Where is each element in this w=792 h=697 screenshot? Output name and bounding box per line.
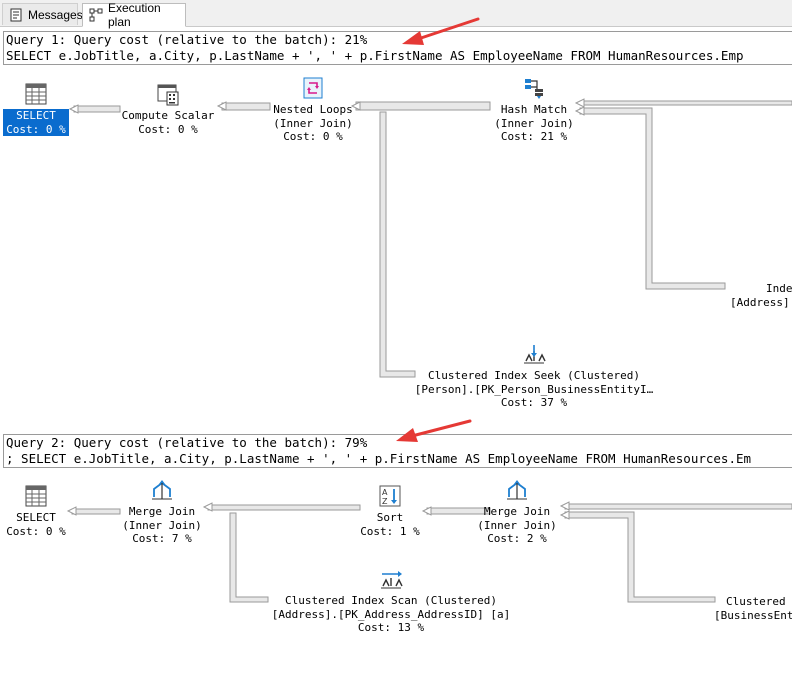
plan2-select-cost: Cost: 0 % [6, 524, 66, 538]
plan1-compute-scalar-cost: Cost: 0 % [138, 122, 198, 136]
plan1-nested-loops-operator[interactable]: Nested Loops (Inner Join) Cost: 0 % [262, 75, 364, 144]
plan2-index-scan-object: [Address].[PK_Address_AddressID] [a] [271, 607, 511, 621]
query2-header-box[interactable]: Query 2: Query cost (relative to the bat… [3, 434, 792, 468]
query1-header-box[interactable]: Query 1: Query cost (relative to the bat… [3, 31, 792, 65]
plan2-sort-name: Sort [376, 511, 404, 524]
clustered-index-seek-icon [524, 345, 546, 364]
plan1-clustered-index-seek-operator[interactable]: Clustered Index Seek (Clustered) [Person… [414, 341, 654, 410]
sort-icon: A Z [379, 485, 401, 507]
plan2-merge-join-2-name: Merge Join [483, 505, 551, 518]
query2-cost-line: Query 2: Query cost (relative to the bat… [6, 435, 368, 450]
plan1-select-cost: Cost: 0 % [6, 122, 66, 136]
plan1-index-seek-cost: Cost: 37 % [500, 396, 568, 409]
plan1-hash-match-sub: (Inner Join) [494, 116, 574, 130]
plan2-index-scan-name: Clustered Index Scan (Clustered) [285, 594, 497, 607]
query2-sql-line: ; SELECT e.JobTitle, a.City, p.LastName … [6, 451, 752, 466]
results-tab-bar: Messages Execution plan [0, 0, 792, 29]
clustered-index-scan-icon [381, 571, 403, 589]
plan1-hash-match-cost: Cost: 21 % [500, 130, 568, 143]
plan1-index-partial-name: Inde [766, 282, 792, 295]
nested-loops-icon [303, 77, 323, 99]
svg-text:A: A [382, 488, 388, 497]
plan2-merge-join-1-cost: Cost: 7 % [132, 532, 192, 545]
plan1-select-operator[interactable]: SELECT Cost: 0 % [2, 81, 70, 136]
plan1-nested-loops-name: Nested Loops [273, 103, 353, 116]
plan2-select-name: SELECT [16, 511, 56, 524]
plan1-select-label-selected: SELECT Cost: 0 % [3, 109, 69, 136]
query1-cost-line: Query 1: Query cost (relative to the bat… [6, 32, 368, 47]
plan1-index-seek-name: Clustered Index Seek (Clustered) [428, 369, 640, 382]
plan1-hash-match-name: Hash Match [500, 103, 568, 116]
merge-join-icon [507, 480, 527, 500]
annotation-arrow-query1 [402, 17, 480, 45]
plan2-sort-operator[interactable]: A Z Sort Cost: 1 % [356, 483, 424, 538]
plan1-nested-loops-sub: (Inner Join) [273, 116, 353, 130]
plan2-clustered-partial-name: Clustered [726, 595, 786, 608]
plan1-hash-match-operator[interactable]: Hash Match (Inner Join) Cost: 21 % [484, 75, 584, 144]
plan2-sort-cost: Cost: 1 % [360, 524, 420, 538]
plan2-merge-join-1-name: Merge Join [128, 505, 196, 518]
svg-text:Z: Z [382, 497, 388, 506]
plan2-merge-join-2-cost: Cost: 2 % [487, 532, 547, 545]
plan1-nested-loops-cost: Cost: 0 % [283, 130, 343, 143]
plan1-index-partial-operator[interactable]: Inde [Address]. [728, 282, 792, 309]
plan2-clustered-index-scan-operator[interactable]: Clustered Index Scan (Clustered) [Addres… [266, 566, 516, 635]
plan2-merge-join-1-sub: (Inner Join) [122, 518, 202, 532]
plan2-select-operator[interactable]: SELECT Cost: 0 % [2, 483, 70, 538]
plan2-clustered-partial-object: [BusinessEnt [714, 608, 792, 622]
annotation-arrow-query2 [396, 419, 472, 442]
plan2-merge-join-2-operator[interactable]: Merge Join (Inner Join) Cost: 2 % [470, 477, 564, 546]
plan2-merge-join-1-operator[interactable]: Merge Join (Inner Join) Cost: 7 % [112, 477, 212, 546]
tab-execution-plan[interactable]: Execution plan [82, 1, 186, 29]
plan1-compute-scalar-name: Compute Scalar [121, 109, 215, 122]
tab-execution-plan-label: Execution plan [108, 1, 161, 29]
hash-match-icon [525, 79, 543, 99]
execution-plan-icon [89, 8, 103, 22]
query1-sql-line: SELECT e.JobTitle, a.City, p.LastName + … [6, 48, 744, 63]
plan1-compute-scalar-operator[interactable]: Compute Scalar Cost: 0 % [118, 81, 218, 136]
select-icon [25, 485, 47, 507]
tab-messages[interactable]: Messages [2, 3, 83, 25]
plan1-select-name: SELECT [16, 109, 56, 122]
select-icon [25, 83, 47, 105]
plan2-index-scan-cost: Cost: 13 % [357, 621, 425, 634]
compute-scalar-icon [157, 84, 179, 106]
merge-join-icon [152, 480, 172, 500]
plan1-index-partial-object: [Address]. [730, 295, 792, 309]
plan1-index-seek-object: [Person].[PK_Person_BusinessEntityI… [414, 382, 654, 396]
messages-icon [9, 8, 23, 22]
tab-messages-label: Messages [28, 7, 83, 22]
plan2-clustered-partial-operator[interactable]: Clustered [BusinessEnt [712, 595, 792, 622]
plan2-merge-join-2-sub: (Inner Join) [477, 518, 557, 532]
